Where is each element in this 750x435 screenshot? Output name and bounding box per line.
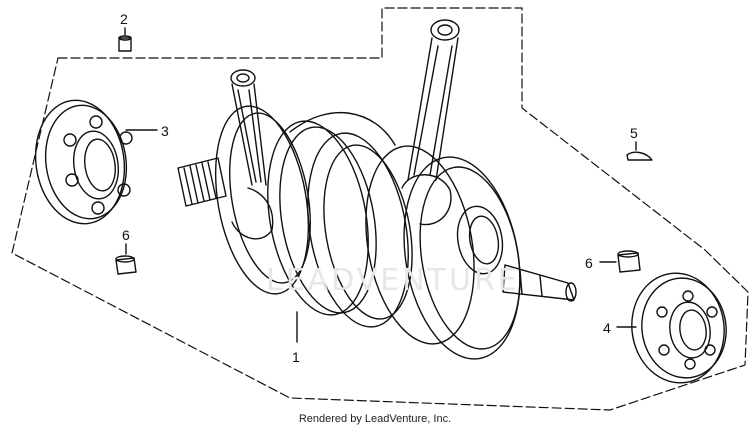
callout-6-right: 6 [585, 255, 593, 271]
dowel-6-left [116, 256, 136, 274]
pin-2 [119, 36, 131, 51]
callout-3: 3 [161, 123, 169, 139]
dowel-6-right [618, 251, 640, 272]
callout-4: 4 [603, 320, 611, 336]
center-wheel-edge [290, 113, 395, 145]
callout-1: 1 [292, 349, 300, 365]
callout-6-left: 6 [122, 227, 130, 243]
bearing-left [28, 94, 134, 229]
callout-2: 2 [120, 11, 128, 27]
assembly-boundary [12, 8, 748, 410]
watermark: LEADVENTURE [266, 263, 520, 298]
callout-5: 5 [630, 125, 638, 141]
credit-text: Rendered by LeadVenture, Inc. [298, 413, 452, 425]
crankshaft-assembly [178, 20, 576, 368]
bearing-right [625, 267, 733, 389]
key-5 [627, 152, 652, 160]
